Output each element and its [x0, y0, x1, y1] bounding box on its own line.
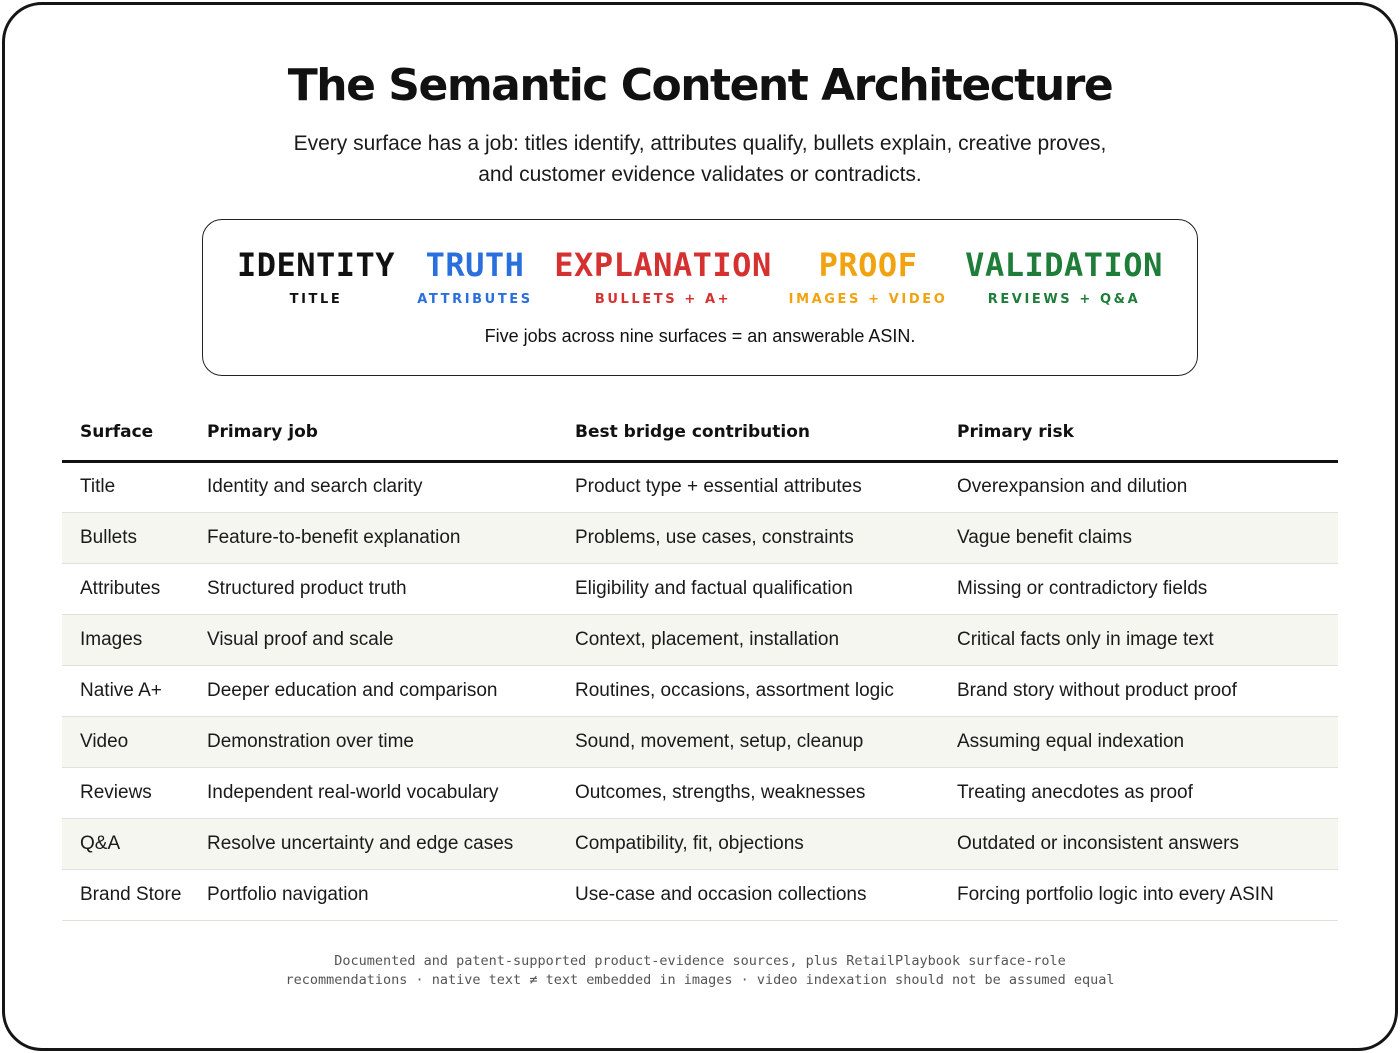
- cell-primary-job: Identity and search clarity: [207, 461, 575, 513]
- cell-bridge-contribution: Product type + essential attributes: [575, 461, 957, 513]
- jobs-caption: Five jobs across nine surfaces = an answ…: [484, 326, 916, 346]
- cell-surface: Title: [62, 461, 207, 513]
- cell-primary-risk: Outdated or inconsistent answers: [957, 818, 1338, 870]
- job-proof: PROOF IMAGES + VIDEO: [789, 246, 948, 307]
- cell-bridge-contribution: Routines, occasions, assortment logic: [575, 665, 957, 717]
- cell-bridge-contribution: Problems, use cases, constraints: [575, 512, 957, 564]
- cell-primary-risk: Missing or contradictory fields: [957, 563, 1338, 615]
- job-surface: REVIEWS + Q&A: [987, 292, 1141, 307]
- cell-surface: Brand Store: [62, 869, 207, 921]
- footnote: Documented and patent-supported product-…: [150, 952, 1250, 990]
- job-surface: BULLETS + A+: [594, 292, 732, 307]
- column-header-surface: Surface: [62, 405, 207, 463]
- page-title: The Semantic Content Architecture: [287, 60, 1114, 111]
- cell-primary-risk: Forcing portfolio logic into every ASIN: [957, 869, 1338, 921]
- cell-primary-job: Structured product truth: [207, 563, 575, 615]
- cell-primary-job: Independent real-world vocabulary: [207, 767, 575, 819]
- cell-bridge-contribution: Context, placement, installation: [575, 614, 957, 666]
- cell-primary-job: Visual proof and scale: [207, 614, 575, 666]
- job-explanation: EXPLANATION BULLETS + A+: [554, 246, 771, 307]
- table-row: Native A+Deeper education and comparison…: [62, 665, 1338, 717]
- cell-bridge-contribution: Eligibility and factual qualification: [575, 563, 957, 615]
- cell-primary-risk: Brand story without product proof: [957, 665, 1338, 717]
- cell-primary-job: Deeper education and comparison: [207, 665, 575, 717]
- job-surface: ATTRIBUTES: [417, 292, 533, 307]
- cell-surface: Reviews: [62, 767, 207, 819]
- footnote-line: recommendations · native text ≠ text emb…: [285, 972, 1115, 988]
- cell-primary-job: Demonstration over time: [207, 716, 575, 768]
- column-header-bridge-contribution: Best bridge contribution: [575, 405, 957, 463]
- footnote-line: Documented and patent-supported product-…: [334, 953, 1066, 969]
- cell-bridge-contribution: Use-case and occasion collections: [575, 869, 957, 921]
- cell-surface: Native A+: [62, 665, 207, 717]
- cell-primary-job: Resolve uncertainty and edge cases: [207, 818, 575, 870]
- job-surface: IMAGES + VIDEO: [788, 292, 948, 307]
- cell-surface: Images: [62, 614, 207, 666]
- cell-surface: Video: [62, 716, 207, 768]
- job-validation: VALIDATION REVIEWS + Q&A: [965, 246, 1163, 307]
- cell-bridge-contribution: Sound, movement, setup, cleanup: [575, 716, 957, 768]
- column-header-primary-risk: Primary risk: [957, 405, 1338, 463]
- job-word: IDENTITY: [236, 246, 396, 284]
- cell-surface: Q&A: [62, 818, 207, 870]
- page-subtitle: Every surface has a job: titles identify…: [293, 132, 1107, 186]
- cell-primary-risk: Treating anecdotes as proof: [957, 767, 1338, 819]
- cell-primary-risk: Critical facts only in image text: [957, 614, 1338, 666]
- cell-bridge-contribution: Outcomes, strengths, weaknesses: [575, 767, 957, 819]
- table-header-row: Surface Primary job Best bridge contribu…: [62, 405, 1338, 463]
- cell-primary-risk: Overexpansion and dilution: [957, 461, 1338, 513]
- cell-primary-job: Portfolio navigation: [207, 869, 575, 921]
- cell-primary-risk: Assuming equal indexation: [957, 716, 1338, 768]
- jobs-legend-box: IDENTITY TITLE TRUTH ATTRIBUTES EXPLANAT…: [202, 219, 1198, 376]
- cell-primary-risk: Vague benefit claims: [957, 512, 1338, 564]
- job-word: VALIDATION: [965, 246, 1163, 284]
- cell-primary-job: Feature-to-benefit explanation: [207, 512, 575, 564]
- job-word: PROOF: [818, 246, 918, 284]
- surface-table: Surface Primary job Best bridge contribu…: [62, 405, 1338, 921]
- job-word: TRUTH: [425, 246, 525, 284]
- cell-bridge-contribution: Compatibility, fit, objections: [575, 818, 957, 870]
- column-header-primary-job: Primary job: [207, 405, 575, 463]
- job-word: EXPLANATION: [554, 246, 772, 284]
- job-identity: IDENTITY TITLE: [237, 246, 395, 307]
- job-surface: TITLE: [289, 292, 343, 307]
- cell-surface: Bullets: [62, 512, 207, 564]
- job-truth: TRUTH ATTRIBUTES: [417, 246, 533, 307]
- cell-surface: Attributes: [62, 563, 207, 615]
